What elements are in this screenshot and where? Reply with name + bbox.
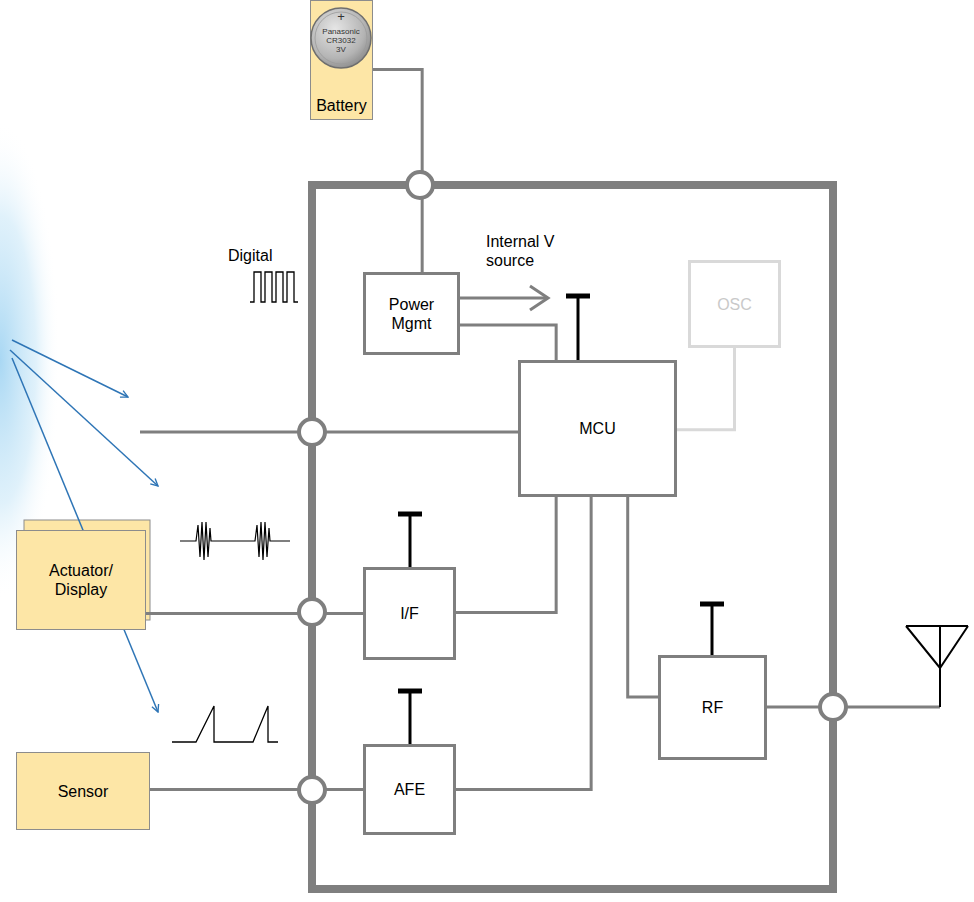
rf-box: RF — [658, 655, 767, 760]
node-label: Sensor — [58, 782, 109, 801]
antenna-symbol — [906, 626, 968, 707]
internal-v-arrow — [456, 297, 546, 300]
connector-wire — [456, 497, 556, 613]
coin-rim — [315, 12, 367, 64]
stacked-sheet — [24, 520, 150, 620]
connector-wire — [150, 788, 363, 791]
battery-box: Battery — [310, 0, 373, 120]
afe-box: AFE — [363, 744, 456, 835]
digital-waveform — [250, 272, 298, 302]
signal-name: Digital — [228, 246, 298, 265]
node-label: OSC — [717, 295, 752, 314]
node-label: MCU — [579, 419, 615, 438]
node-label: Power Mgmt — [374, 295, 449, 333]
connector-wire — [460, 325, 556, 360]
digital-wire — [140, 431, 520, 434]
connector-wire — [456, 497, 591, 790]
power-mgmt-box: Power Mgmt — [363, 272, 460, 355]
pin-circle — [407, 172, 433, 198]
node-label: I/F — [400, 604, 419, 623]
battery-brand: Panasonic — [301, 27, 381, 36]
connector-wire — [628, 497, 658, 697]
supply-symbol — [577, 296, 580, 362]
node-label: AFE — [394, 780, 425, 799]
battery-model: CR3032 — [301, 36, 381, 45]
signal-name: Internal V source — [486, 232, 578, 270]
connector-wire — [146, 612, 363, 615]
supply-symbol — [409, 514, 412, 569]
interface-box: I/F — [363, 567, 456, 660]
node-label: RF — [702, 698, 723, 717]
battery-voltage: 3V — [301, 45, 381, 54]
spike-waveform — [172, 706, 278, 742]
pin-circle — [299, 419, 325, 445]
sensor-box: Sensor — [16, 752, 150, 830]
pin-circle — [299, 599, 325, 625]
node-label: Actuator/ Display — [23, 561, 139, 599]
pointer-arrow — [10, 350, 158, 486]
supply-symbol — [409, 691, 412, 746]
burst-waveform — [180, 522, 290, 560]
pin-circle — [820, 694, 846, 720]
connector-wire — [373, 70, 422, 272]
connector-wire — [677, 348, 735, 430]
chip-outline — [312, 185, 833, 889]
node-label: Battery — [316, 96, 367, 115]
pin-circle — [299, 777, 325, 803]
internal-v-arrowhead — [530, 286, 548, 310]
actuator-box: Actuator/ Display — [16, 530, 146, 630]
antenna-wire — [760, 706, 940, 709]
oscillator-box: OSC — [688, 260, 781, 348]
mcu-box: MCU — [518, 360, 677, 497]
battery-polarity: + — [301, 10, 381, 24]
pointer-arrow — [12, 358, 158, 712]
coin-cell — [311, 8, 371, 68]
supply-symbol — [711, 604, 714, 657]
